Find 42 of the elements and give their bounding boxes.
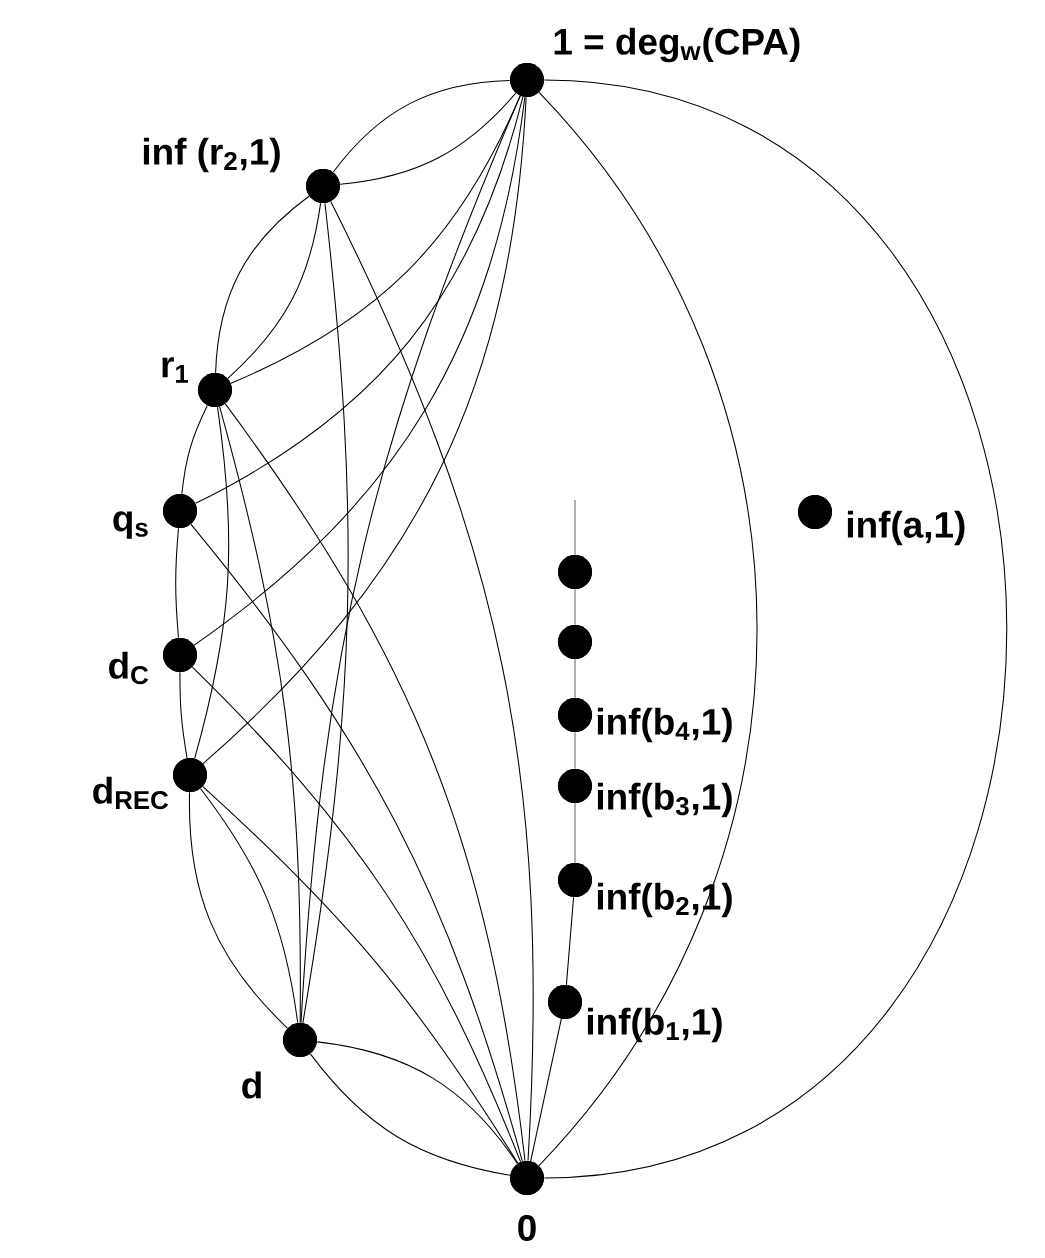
edge-line [181,405,208,495]
point-label: 0 [518,1214,536,1242]
edge-line [574,802,576,864]
edge-line [190,523,523,1162]
point-label: inf(b$_{4}$,1) [597,707,732,743]
point-label: 1 = deg$_{w}$(CPA) [554,27,800,63]
edge-line [530,1018,562,1162]
edge-line [202,96,527,765]
edge-line [219,406,301,1024]
point-label: r$_{1}$ [162,357,189,383]
edge-line [175,527,179,639]
edge-line [574,658,576,699]
edge-line [309,1053,511,1176]
edge-line [538,91,758,1167]
point-label: d [242,1071,261,1099]
edge-line [574,731,576,770]
edge-line [574,588,576,626]
point-label: inf (r$_{2}$,1) [143,137,280,173]
edge-line [194,406,230,759]
edge-line [189,791,288,1029]
point-label: inf(a,1) [847,510,965,546]
edge-line [565,896,575,986]
point-label: d$_{REC}$ [93,776,169,810]
edge-line [302,202,349,1024]
edge-line [316,1041,518,1165]
edge-line [191,666,522,1163]
edge-line [179,671,188,759]
edge-line [574,499,576,556]
point-label: q$_{s}$ [113,511,148,539]
edge-line [215,195,310,374]
point-label: d$_{C}$ [109,651,149,685]
edge-line [200,788,299,1024]
edge-line [332,79,511,173]
edge-line [195,96,524,504]
point-label: inf(b$_{3}$,1) [597,782,732,818]
edge-line [330,201,534,1162]
edge-line [193,96,526,646]
edge-line [227,202,322,379]
edge-line [339,92,517,185]
edge-line [224,403,526,1162]
edge-line [202,786,519,1164]
edge-line [300,95,521,1024]
